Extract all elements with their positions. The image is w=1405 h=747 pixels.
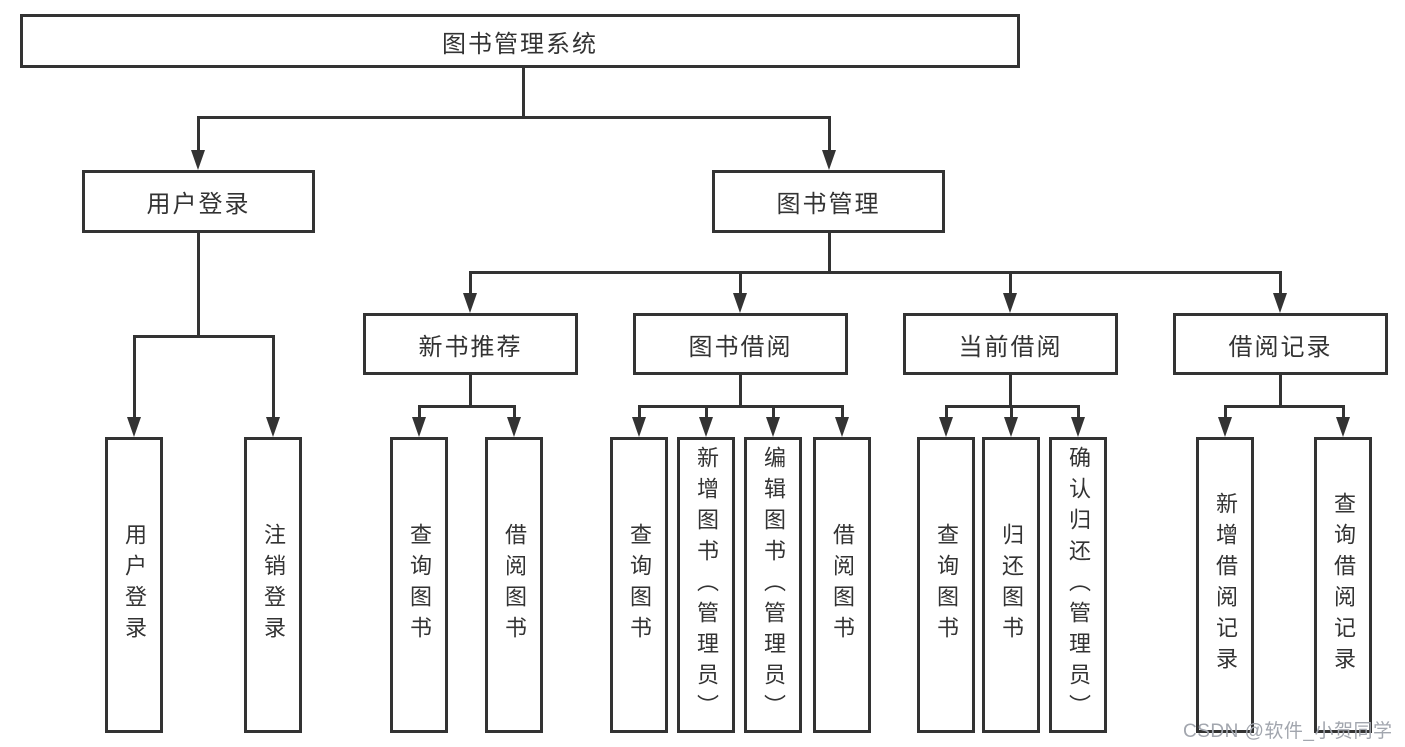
connector-line <box>469 271 1282 274</box>
connector-line <box>197 116 200 154</box>
connector-line <box>841 405 844 420</box>
node-book-management: 图书管理 <box>712 170 945 233</box>
arrow-down-icon <box>766 417 780 437</box>
connector-line <box>828 233 831 274</box>
connector-line <box>197 233 200 338</box>
arrow-down-icon <box>127 417 141 437</box>
leaf-borrow-book-recommend: 借阅图书 <box>485 437 543 733</box>
leaf-query-book-current: 查询图书 <box>917 437 975 733</box>
connector-line <box>1279 375 1282 408</box>
arrow-down-icon <box>266 417 280 437</box>
node-book-borrow: 图书借阅 <box>633 313 848 375</box>
arrow-down-icon <box>191 150 205 170</box>
connector-line <box>513 405 516 420</box>
connector-line <box>197 116 831 119</box>
connector-line <box>772 405 775 420</box>
node-root: 图书管理系统 <box>20 14 1020 68</box>
arrow-down-icon <box>1273 293 1287 313</box>
leaf-edit-book-admin: 编辑图书（管理员） <box>744 437 802 733</box>
arrow-down-icon <box>632 417 646 437</box>
connector-line <box>705 405 708 420</box>
node-user-login: 用户登录 <box>82 170 315 233</box>
connector-line <box>638 405 641 420</box>
connector-line <box>945 405 948 420</box>
leaf-user-login: 用户登录 <box>105 437 163 733</box>
leaf-query-book-recommend: 查询图书 <box>390 437 448 733</box>
leaf-query-borrow-record: 查询借阅记录 <box>1314 437 1372 733</box>
connector-line <box>828 116 831 154</box>
connector-line <box>739 271 742 297</box>
arrow-down-icon <box>507 417 521 437</box>
arrow-down-icon <box>733 293 747 313</box>
connector-line <box>1279 271 1282 297</box>
connector-line <box>522 68 525 119</box>
connector-line <box>133 335 136 419</box>
leaf-confirm-return-admin: 确认归还（管理员） <box>1049 437 1107 733</box>
connector-line <box>1010 405 1013 420</box>
arrow-down-icon <box>1004 417 1018 437</box>
connector-line <box>272 335 275 419</box>
connector-line <box>133 335 274 338</box>
connector-line <box>469 375 472 408</box>
node-borrow-records: 借阅记录 <box>1173 313 1388 375</box>
arrow-down-icon <box>835 417 849 437</box>
connector-line <box>1009 271 1012 297</box>
arrow-down-icon <box>939 417 953 437</box>
arrow-down-icon <box>1003 293 1017 313</box>
arrow-down-icon <box>412 417 426 437</box>
arrow-down-icon <box>699 417 713 437</box>
leaf-add-book-admin: 新增图书（管理员） <box>677 437 735 733</box>
node-new-book-recommend: 新书推荐 <box>363 313 578 375</box>
connector-line <box>1224 405 1227 420</box>
arrow-down-icon <box>822 150 836 170</box>
arrow-down-icon <box>1071 417 1085 437</box>
connector-line <box>418 405 515 408</box>
arrow-down-icon <box>463 293 477 313</box>
connector-line <box>739 375 742 408</box>
connector-line <box>638 405 843 408</box>
node-current-borrow: 当前借阅 <box>903 313 1118 375</box>
leaf-add-borrow-record: 新增借阅记录 <box>1196 437 1254 733</box>
connector-line <box>469 271 472 297</box>
connector-line <box>1342 405 1345 420</box>
connector-line <box>1224 405 1344 408</box>
leaf-logout-login: 注销登录 <box>244 437 302 733</box>
leaf-query-book-borrow: 查询图书 <box>610 437 668 733</box>
watermark: CSDN @软件_小贺同学 <box>1183 721 1393 742</box>
connector-line <box>1009 375 1012 408</box>
connector-line <box>418 405 421 420</box>
connector-line <box>1077 405 1080 420</box>
leaf-return-book: 归还图书 <box>982 437 1040 733</box>
leaf-borrow-book: 借阅图书 <box>813 437 871 733</box>
arrow-down-icon <box>1218 417 1232 437</box>
arrow-down-icon <box>1336 417 1350 437</box>
